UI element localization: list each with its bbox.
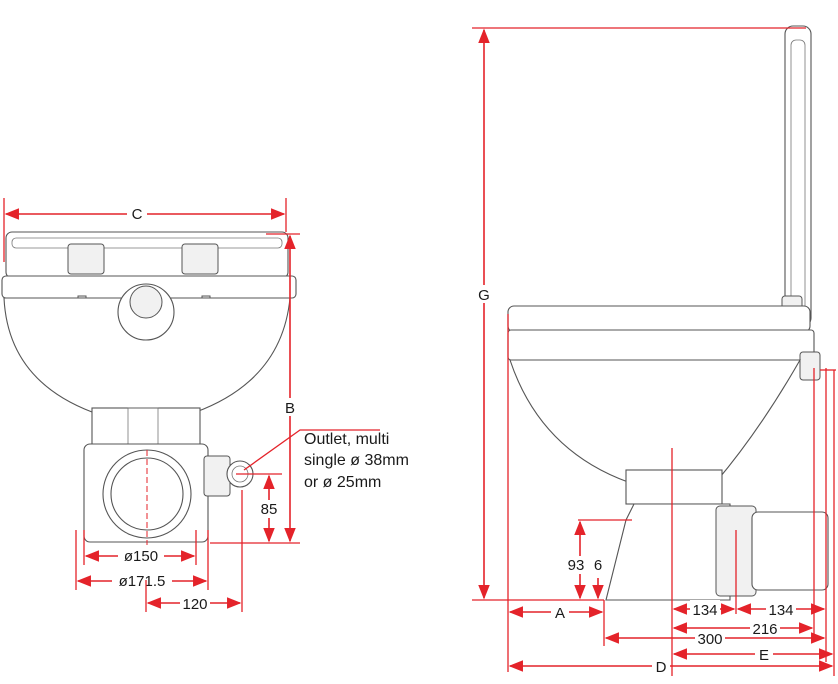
dim-label-E: E	[759, 647, 769, 664]
front-hinge-left	[67, 243, 105, 275]
side-motor	[751, 511, 829, 591]
dim-label-134a: 134	[692, 602, 717, 619]
side-lid	[784, 25, 812, 327]
dim-label-134b: 134	[768, 602, 793, 619]
outlet-leader	[243, 429, 380, 471]
dim-label-93: 93	[568, 557, 585, 574]
side-dimensions: G 93 6 A 134 134 216	[472, 27, 836, 676]
outlet-note-line1: Outlet, multi	[304, 431, 389, 448]
front-seat	[5, 231, 289, 279]
front-hinge-right	[181, 243, 219, 275]
dim-label-6: 6	[594, 557, 602, 574]
dim-label-216: 216	[752, 621, 777, 638]
side-seat	[507, 305, 811, 333]
outlet-note-line3: or ø 25mm	[304, 474, 381, 491]
dim-label-D: D	[656, 659, 667, 676]
front-pump-face	[110, 457, 184, 531]
side-rear-fitting	[799, 351, 821, 381]
dim-label-G: G	[478, 287, 490, 304]
outlet-note-line2: single ø 38mm	[304, 452, 409, 469]
front-view	[1, 231, 297, 543]
side-neck	[625, 469, 723, 505]
side-bowl	[509, 359, 801, 483]
side-view	[507, 25, 829, 601]
dim-label-85: 85	[261, 501, 278, 518]
front-neck	[91, 407, 201, 449]
dim-label-A: A	[555, 605, 565, 622]
side-rim	[507, 329, 815, 361]
dim-label-B: B	[285, 400, 295, 417]
dim-label-120: 120	[182, 596, 207, 613]
dim-label-171: ø171.5	[119, 573, 166, 590]
dim-label-300: 300	[697, 631, 722, 648]
side-pump-base	[605, 503, 731, 601]
front-dimensions: C B 85 Outlet, multi single ø 38mm or ø …	[3, 198, 409, 613]
dim-label-150: ø150	[124, 548, 158, 565]
dim-label-C: C	[132, 206, 143, 223]
front-inlet-nut	[129, 285, 163, 319]
front-outlet-stub	[203, 455, 231, 497]
